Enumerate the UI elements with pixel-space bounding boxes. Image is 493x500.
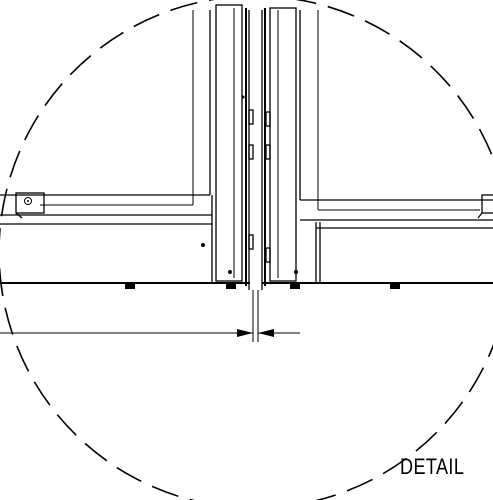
right-latch-block xyxy=(481,194,493,214)
left-foot-1 xyxy=(125,284,135,289)
left-screw-1 xyxy=(241,95,245,99)
left-latch-screw xyxy=(24,197,32,205)
right-hinge-1 xyxy=(265,111,271,127)
right-latch-tab xyxy=(477,212,483,219)
left-hinge-2 xyxy=(248,144,254,160)
right-corner-post xyxy=(269,7,297,282)
dim-arrow-right xyxy=(258,329,274,337)
right-foot-1 xyxy=(290,284,300,289)
left-latch-block xyxy=(15,192,45,214)
left-corner-post xyxy=(215,4,243,282)
detail-label: DETAIL xyxy=(400,454,465,479)
left-panel-assembly xyxy=(0,4,254,290)
left-hinge-3 xyxy=(248,234,254,250)
left-screw-2 xyxy=(201,243,205,247)
right-screw-1 xyxy=(294,270,298,274)
left-screw-3 xyxy=(228,270,232,274)
left-latch-tab xyxy=(15,212,23,219)
right-foot-2 xyxy=(390,284,400,289)
dim-arrow-left xyxy=(237,329,253,337)
right-panel-assembly xyxy=(261,7,493,290)
gap-dimension xyxy=(0,290,300,342)
right-hinge-3 xyxy=(265,247,271,263)
left-foot-2 xyxy=(226,284,236,289)
right-hinge-2 xyxy=(265,144,271,160)
left-hinge-1 xyxy=(248,109,254,125)
left-latch-screw-dot xyxy=(27,200,29,202)
